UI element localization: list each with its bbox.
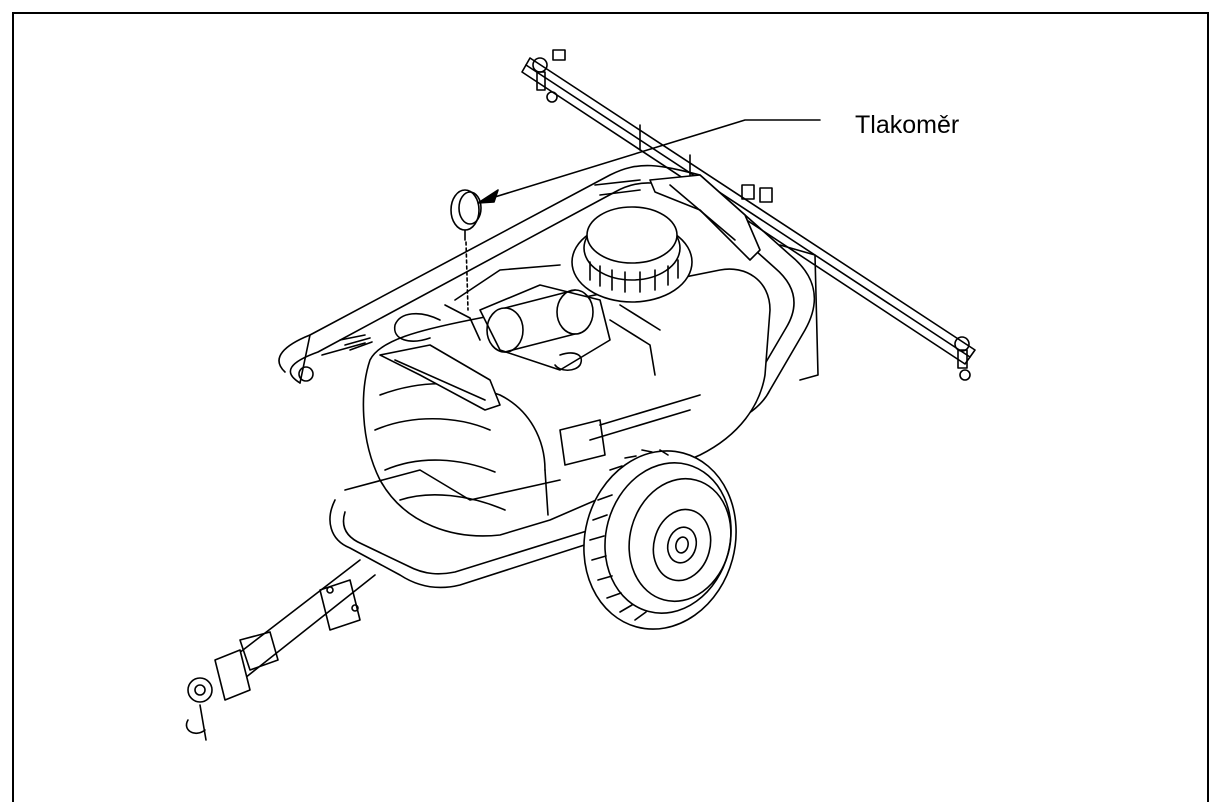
tank-lid: [572, 207, 692, 302]
pump-assembly: [395, 265, 660, 375]
figure-frame: [12, 12, 1209, 802]
wheel: [564, 434, 755, 647]
spray-boom: [522, 50, 975, 380]
side-rails: [380, 175, 760, 410]
pressure-gauge-callout: [451, 120, 820, 310]
tank: [363, 269, 770, 536]
chassis: [186, 470, 600, 740]
pressure-gauge-label: Tlakoměr: [855, 111, 960, 139]
